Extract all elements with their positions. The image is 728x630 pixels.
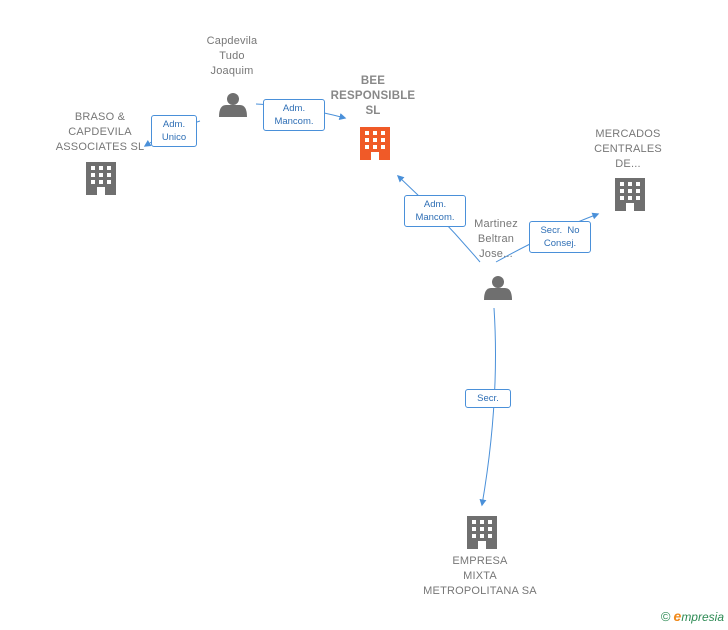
node-label-line: Beltran — [477, 233, 515, 245]
person-icon[interactable] — [219, 93, 247, 117]
building-icon[interactable] — [86, 162, 116, 195]
node-label-empresa-mixta[interactable]: EMPRESA MIXTA METROPOLITANA SA — [410, 554, 550, 599]
node-label-braso-capdevila[interactable]: BRASO & CAPDEVILA ASSOCIATES SL — [44, 110, 156, 155]
edge-label-line: Secr. — [477, 393, 499, 404]
edge-label-adm-unico: Adm. Unico — [151, 115, 197, 147]
node-label-line: RESPONSIBLE — [330, 90, 416, 102]
edge-label-line: Mancom. — [274, 116, 314, 127]
node-label-line: DE... — [615, 158, 641, 170]
node-label-line: Jose... — [479, 248, 513, 260]
edge-label-line: Adm. — [282, 103, 306, 114]
person-icon[interactable] — [484, 276, 512, 300]
edge-label-line: Adm. — [162, 119, 186, 130]
node-label-line: Capdevila — [206, 35, 258, 47]
node-label-line: MIXTA — [463, 570, 497, 582]
node-label-bee-responsible[interactable]: BEE RESPONSIBLE SL — [318, 74, 428, 119]
edge-label-line: Secr. No — [540, 225, 580, 236]
edge-label-line: Mancom. — [415, 212, 455, 223]
brand-logo-text: mpresia — [681, 610, 724, 624]
edge-label-line: Unico — [161, 132, 187, 143]
node-label-capdevila[interactable]: Capdevila Tudo Joaquim — [180, 34, 284, 79]
node-label-line: EMPRESA — [452, 555, 508, 567]
edge-label-adm-mancom-martinez: Adm. Mancom. — [404, 195, 466, 227]
edge-label-secr-no-consej: Secr. No Consej. — [529, 221, 591, 253]
node-label-line: BEE — [360, 75, 386, 87]
edge-label-line: Consej. — [543, 238, 577, 249]
node-label-line: CENTRALES — [594, 143, 662, 155]
building-icon[interactable] — [360, 127, 390, 160]
building-icon[interactable] — [467, 516, 497, 549]
copyright-icon: © — [660, 609, 671, 624]
footer-brand: ©empresia — [661, 608, 724, 624]
edge-label-secr: Secr. — [465, 389, 511, 408]
node-label-martinez-beltran[interactable]: Martinez Beltran Jose... — [450, 217, 542, 262]
edge-label-line: Adm. — [423, 199, 447, 210]
node-label-line: MERCADOS — [595, 128, 661, 140]
node-label-line: Martinez — [474, 218, 518, 230]
edge-label-adm-mancom-capdevila: Adm. Mancom. — [263, 99, 325, 131]
node-label-line: CAPDEVILA — [68, 126, 132, 138]
node-label-line: Tudo — [219, 50, 245, 62]
node-label-line: BRASO & — [74, 111, 126, 123]
brand-logo-e: e — [673, 608, 682, 624]
node-label-line: METROPOLITANA SA — [423, 585, 537, 597]
node-label-line: SL — [365, 105, 381, 117]
node-label-line: Joaquim — [210, 65, 254, 77]
node-label-line: ASSOCIATES SL — [55, 141, 145, 153]
node-label-mercados-centrales[interactable]: MERCADOS CENTRALES DE... — [578, 127, 678, 172]
building-icon[interactable] — [615, 178, 645, 211]
